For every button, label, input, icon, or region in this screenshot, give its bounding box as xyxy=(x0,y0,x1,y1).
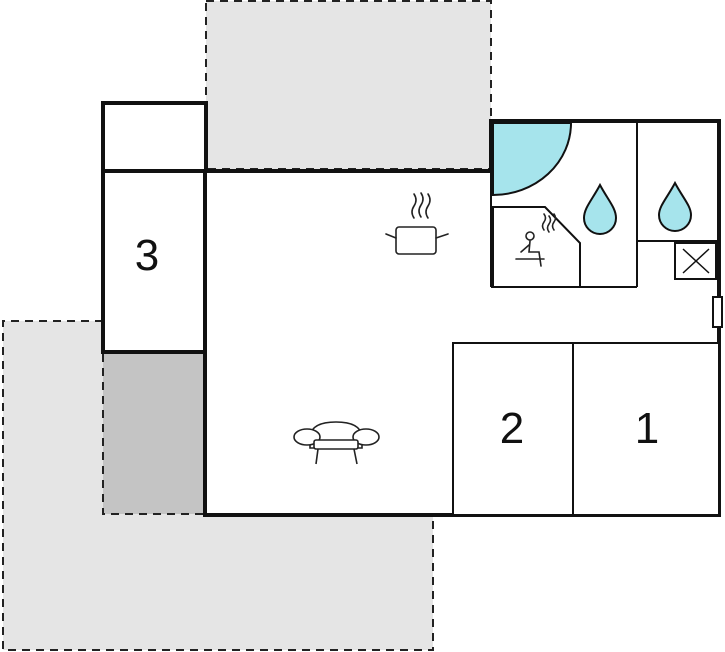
sauna-room xyxy=(492,206,581,288)
terrace-top xyxy=(205,0,492,170)
shower-area xyxy=(492,122,573,197)
window xyxy=(712,296,723,328)
washing-machine-icon xyxy=(674,242,717,280)
room-1 xyxy=(572,342,720,516)
room-1-label: 1 xyxy=(635,404,659,453)
bathroom-drop-icon xyxy=(657,180,693,232)
kitchen-pot-icon xyxy=(385,192,449,255)
room-3-label: 3 xyxy=(135,231,159,280)
room-2-label: 2 xyxy=(500,404,524,453)
storage-room xyxy=(101,101,208,173)
sofa-icon xyxy=(293,421,380,465)
room-3 xyxy=(101,169,207,354)
room-2 xyxy=(452,342,574,516)
sauna-icon xyxy=(515,213,557,267)
carport-area xyxy=(102,351,206,515)
shower-icon xyxy=(582,182,618,235)
